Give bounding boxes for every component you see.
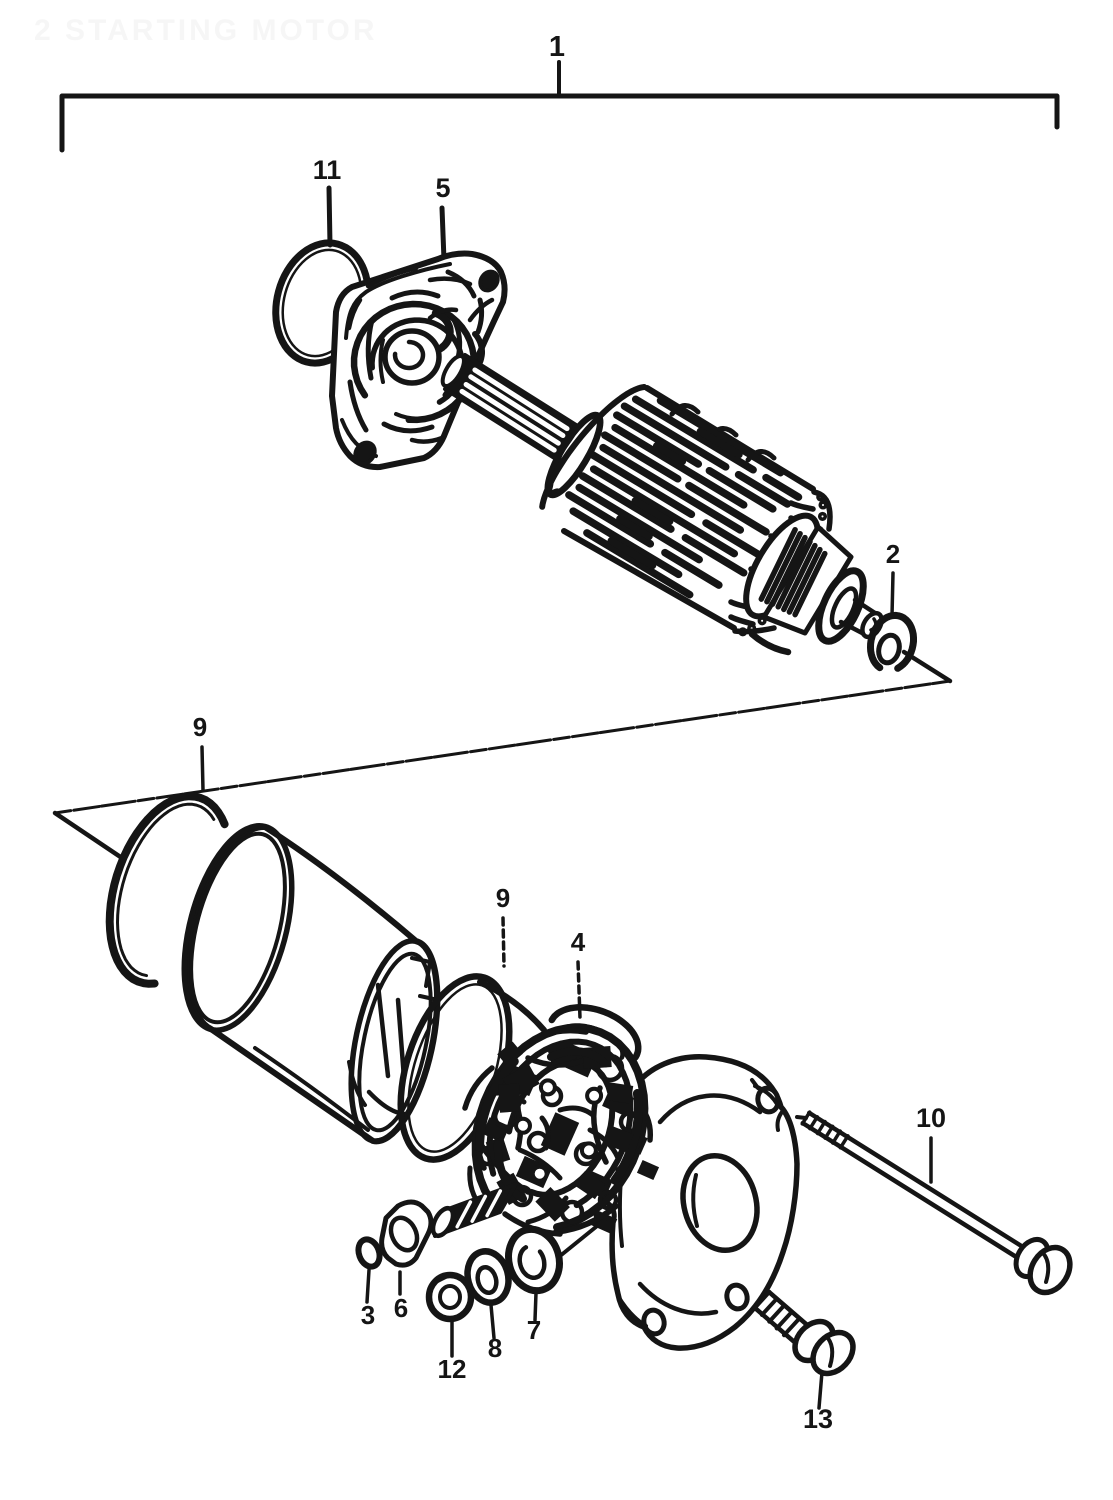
svg-text:1: 1 bbox=[549, 31, 565, 63]
svg-text:5: 5 bbox=[435, 173, 450, 203]
svg-text:10: 10 bbox=[916, 1103, 946, 1133]
svg-text:8: 8 bbox=[488, 1333, 502, 1363]
svg-text:9: 9 bbox=[193, 712, 207, 742]
svg-text:7: 7 bbox=[527, 1315, 541, 1345]
svg-text:2: 2 bbox=[886, 539, 900, 569]
svg-text:6: 6 bbox=[394, 1293, 408, 1323]
svg-text:11: 11 bbox=[313, 155, 342, 185]
svg-text:12: 12 bbox=[438, 1354, 467, 1384]
svg-text:9: 9 bbox=[496, 883, 510, 913]
svg-text:4: 4 bbox=[571, 927, 586, 957]
svg-text:3: 3 bbox=[361, 1300, 375, 1330]
svg-text:2 STARTING MOTOR: 2 STARTING MOTOR bbox=[34, 14, 378, 47]
